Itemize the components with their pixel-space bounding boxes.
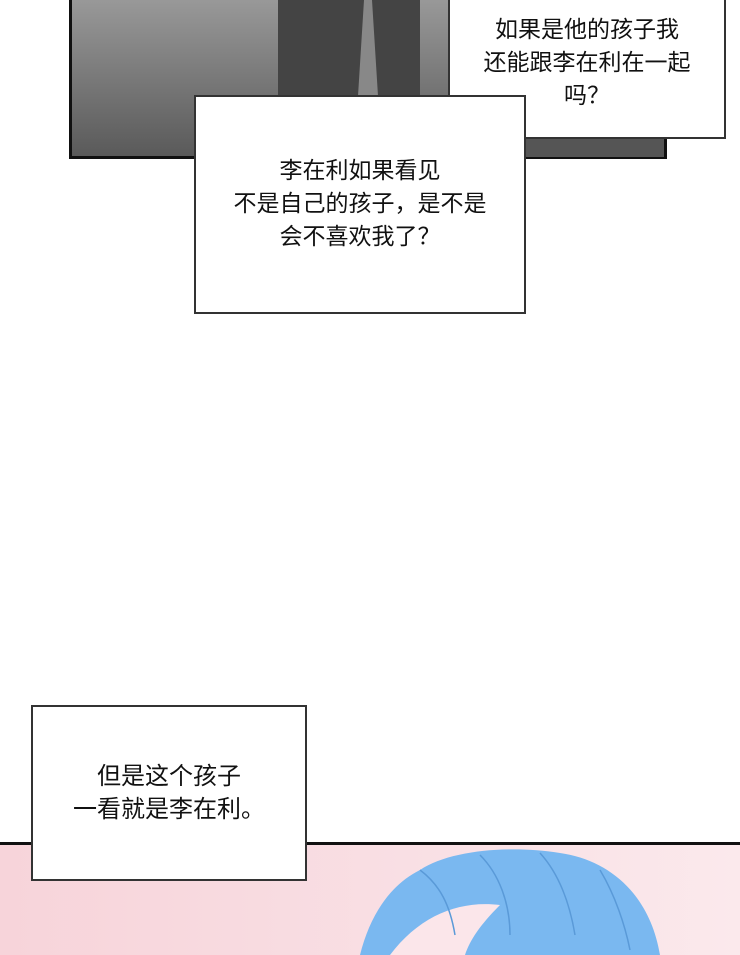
caption-box-3: 但是这个孩子 一看就是李在利。 (31, 705, 307, 881)
caption-line: 如果是他的孩子我 (495, 17, 679, 43)
caption-line: 一看就是李在利。 (73, 795, 265, 823)
caption-line: 李在利如果看见 (279, 158, 441, 184)
caption-line: 还能跟李在利在一起 (483, 50, 691, 76)
caption-line: 吗？ (564, 83, 610, 109)
figure-highlight (358, 0, 378, 96)
dark-figure-silhouette (278, 0, 420, 96)
character-hair-illustration (360, 849, 660, 955)
caption-line: 会不喜欢我了？ (279, 224, 441, 250)
caption-line: 但是这个孩子 (97, 762, 241, 790)
caption-box-2: 李在利如果看见 不是自己的孩子，是不是 会不喜欢我了？ (194, 95, 526, 314)
caption-box-1: 如果是他的孩子我 还能跟李在利在一起 吗？ (448, 0, 726, 139)
caption-line: 不是自己的孩子，是不是 (233, 191, 487, 217)
